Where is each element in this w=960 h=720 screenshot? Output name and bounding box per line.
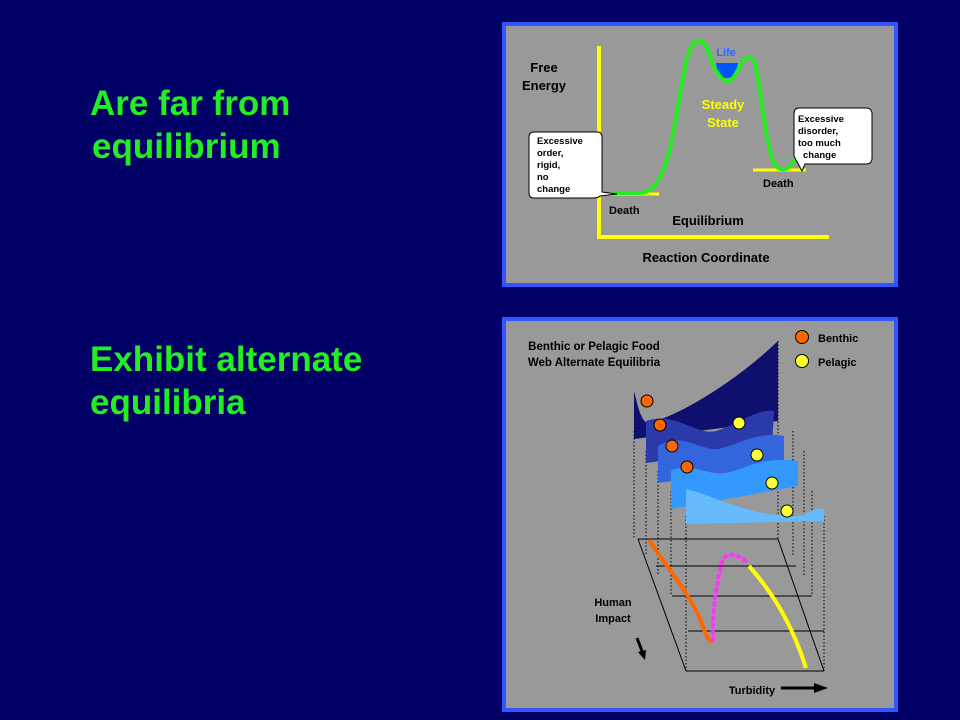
heading-line: Exhibit alternate bbox=[90, 340, 363, 379]
turbidity-label: Turbidity bbox=[729, 685, 776, 697]
heading-line: equilibrium bbox=[92, 127, 281, 166]
callout-left-text: order, bbox=[537, 148, 563, 159]
life-well bbox=[716, 63, 738, 78]
legend-pelagic-marker bbox=[795, 354, 809, 368]
callout-left-text: rigid, bbox=[537, 160, 560, 171]
callout-left: Excessive order, rigid, no change bbox=[528, 131, 618, 199]
benthic-point bbox=[665, 439, 679, 453]
x-axis-label: Reaction Coordinate bbox=[642, 250, 769, 265]
legend: Benthic Pelagic bbox=[795, 330, 858, 369]
pelagic-response-curve bbox=[747, 564, 808, 669]
death-label-right: Death bbox=[763, 178, 794, 190]
pelagic-point bbox=[732, 416, 746, 430]
equilibria-diagram-panel: Benthic or Pelagic Food Web Alternate Eq… bbox=[502, 317, 898, 712]
callout-right-text: Excessive bbox=[798, 114, 844, 125]
equilibria-diagram: Benthic or Pelagic Food Web Alternate Eq… bbox=[528, 330, 858, 697]
callout-left-text: Excessive bbox=[537, 136, 583, 147]
energy-diagram: Free Energy Life Steady State Death Deat… bbox=[522, 38, 873, 265]
callout-left-text: change bbox=[537, 184, 570, 195]
y-axis-label: Free bbox=[530, 60, 557, 75]
transition-curve bbox=[710, 552, 748, 642]
equilibrium-label: Equilibrium bbox=[672, 213, 744, 228]
human-impact-label: Human bbox=[594, 597, 632, 609]
energy-diagram-panel: Free Energy Life Steady State Death Deat… bbox=[502, 22, 898, 287]
diagram-title: Benthic or Pelagic Food bbox=[528, 341, 660, 353]
equilibrium-sheet-1 bbox=[634, 341, 778, 439]
death-label-left: Death bbox=[609, 205, 640, 217]
diagram-title: Web Alternate Equilibria bbox=[528, 357, 661, 369]
y-axis-label: Energy bbox=[522, 78, 567, 93]
legend-benthic-label: Benthic bbox=[818, 333, 858, 345]
energy-curve bbox=[612, 38, 803, 195]
heading-far-from-equilibrium: Are far from equilibrium bbox=[90, 82, 290, 168]
legend-pelagic-label: Pelagic bbox=[818, 357, 857, 369]
floor-grid bbox=[637, 538, 825, 672]
callout-right: Excessive disorder, too much change bbox=[793, 107, 873, 173]
pelagic-point bbox=[765, 476, 779, 490]
legend-benthic-marker bbox=[795, 330, 809, 344]
turbidity-arrow bbox=[781, 683, 828, 693]
human-impact-arrow bbox=[635, 637, 646, 660]
callout-right-text: change bbox=[803, 150, 836, 161]
pelagic-point bbox=[780, 504, 794, 518]
pelagic-point bbox=[750, 448, 764, 462]
benthic-point bbox=[680, 460, 694, 474]
equilibrium-sheet-5 bbox=[686, 489, 824, 524]
steady-state-label: State bbox=[707, 115, 739, 130]
callout-left-text: no bbox=[537, 172, 549, 183]
heading-line: Are far from bbox=[90, 84, 291, 123]
heading-alternate-equilibria: Exhibit alternate equilibria bbox=[90, 338, 362, 424]
steady-state-label: Steady bbox=[702, 97, 745, 112]
human-impact-label: Impact bbox=[595, 613, 631, 625]
callout-right-text: too much bbox=[798, 138, 841, 149]
benthic-point bbox=[640, 394, 654, 408]
life-label: Life bbox=[716, 47, 736, 59]
heading-line: equilibria bbox=[90, 383, 246, 422]
benthic-point bbox=[653, 418, 667, 432]
benthic-response-curve bbox=[647, 538, 715, 643]
callout-right-text: disorder, bbox=[798, 126, 838, 137]
